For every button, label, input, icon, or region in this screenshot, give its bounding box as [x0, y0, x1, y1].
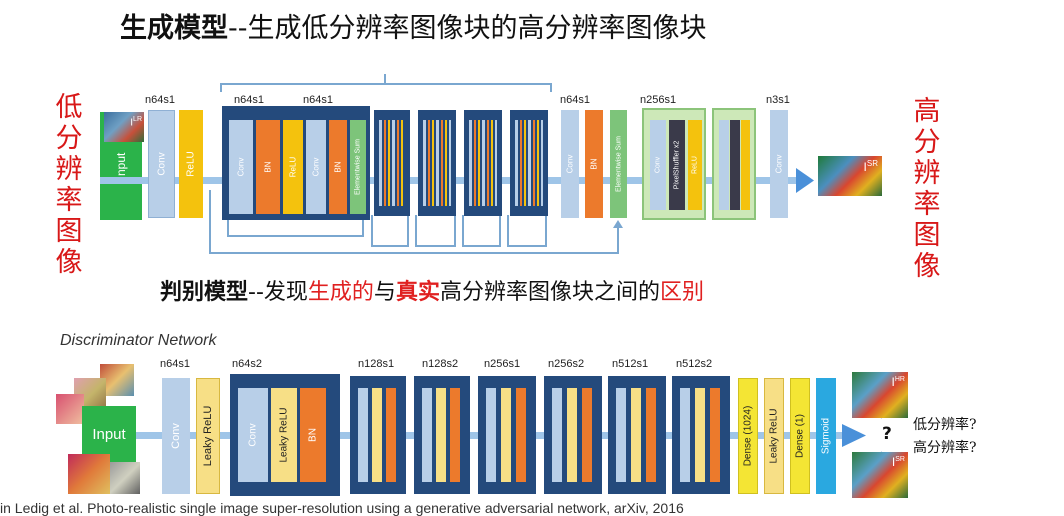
- disc-title-bold: 判别模型: [160, 280, 249, 305]
- gen-residual-block-3: [418, 110, 456, 216]
- right-label-char: 图: [913, 220, 941, 251]
- disc-block-6: [608, 376, 666, 494]
- gen-final-conv: Conv: [770, 110, 788, 218]
- right-label-char: 高: [913, 96, 941, 127]
- disc-dense-1024: Dense (1024): [738, 378, 758, 494]
- generator-title: 生成模型--生成低分辨率图像块的高分辨率图像块: [120, 6, 707, 45]
- output-high-res: 高分辨率?: [913, 440, 977, 456]
- disc-block-3: [414, 376, 470, 494]
- left-label-char: 图: [55, 216, 83, 247]
- disc-label-8: n512s2: [676, 358, 713, 370]
- disc-dense-1: Dense (1): [790, 378, 810, 494]
- gen-residual-block-4: [464, 110, 502, 216]
- gen-skip-connection: [209, 190, 619, 254]
- disc-leaky-relu-block: Leaky ReLU: [196, 378, 220, 494]
- gen-residual-block-5: [510, 110, 548, 216]
- left-label-char: 分: [55, 123, 83, 154]
- disc-arrow-head: [842, 424, 866, 447]
- gen-arrow-head: [796, 168, 814, 193]
- hr-image: IHR: [852, 372, 908, 418]
- generator-title-bold: 生成模型: [120, 13, 228, 44]
- gen-label-conv1: n64s1: [145, 94, 175, 106]
- left-label-char: 率: [55, 185, 83, 216]
- right-side-label: 高 分 辨 率 图 像: [910, 96, 944, 282]
- disc-block-4: [478, 376, 536, 494]
- disc-input-photo: [68, 454, 110, 494]
- disc-conv-block: Conv: [162, 378, 190, 494]
- disc-block-2: [350, 376, 406, 494]
- disc-title-part: --发现: [248, 280, 308, 305]
- disc-label-6: n256s2: [548, 358, 585, 370]
- disc-leaky-relu-2: Leaky ReLU: [764, 378, 784, 494]
- disc-input-block: Input: [82, 406, 136, 462]
- res-bn2: BN: [329, 120, 347, 214]
- disc-flow-line: [100, 432, 845, 439]
- left-label-char: 像: [55, 247, 83, 278]
- res-conv2: Conv: [306, 120, 326, 214]
- gen-residual-block-1: Conv BN ReLU Conv BN Elementwise Sum: [222, 106, 370, 220]
- discriminator-network-heading: Discriminator Network: [60, 332, 217, 349]
- right-label-char: 率: [913, 189, 941, 220]
- disc-sigmoid: Sigmoid: [816, 378, 836, 494]
- disc-block-7: [672, 376, 730, 494]
- discriminator-title: 判别模型--发现生成的与真实高分辨率图像块之间的区别: [160, 274, 704, 306]
- isr-label: ISR: [863, 159, 878, 174]
- res-relu: ReLU: [283, 120, 303, 214]
- sr-output-image: ISR: [818, 156, 882, 196]
- disc-title-part: 与: [373, 280, 396, 305]
- gen-label-post-conv: n64s1: [560, 94, 590, 106]
- disc-label-1: n64s1: [160, 358, 190, 370]
- lr-input-image: ILR: [104, 112, 144, 142]
- gen-label-res-conv2: n64s1: [303, 94, 333, 106]
- disc-label-5: n256s1: [484, 358, 521, 370]
- disc-input-label: Input: [92, 426, 126, 443]
- disc-label-2: n64s2: [232, 358, 262, 370]
- output-low-res: 低分辨率?: [913, 417, 977, 433]
- gen-label-final: n3s1: [766, 94, 790, 106]
- gen-label-upsample: n256s1: [640, 94, 677, 106]
- gen-post-conv: Conv: [561, 110, 579, 218]
- disc-label-4: n128s2: [422, 358, 459, 370]
- sr-image: ISR: [852, 452, 908, 498]
- gen-upsample-block-2: [712, 108, 756, 220]
- disc-title-red: 生成的: [307, 280, 374, 305]
- gen-post-bn: BN: [585, 110, 603, 218]
- left-label-char: 辨: [55, 154, 83, 185]
- res-conv: Conv: [229, 120, 253, 214]
- disc-input-photo: [56, 394, 84, 424]
- disc-label-7: n512s1: [612, 358, 649, 370]
- res-bn: BN: [256, 120, 280, 214]
- disc-input-photo: [110, 462, 140, 494]
- ilr-label: ILR: [130, 116, 142, 129]
- gen-conv-block: Conv: [148, 110, 175, 218]
- left-label-char: 低: [55, 92, 83, 123]
- left-side-label: 低 分 辨 率 图 像: [52, 92, 86, 278]
- disc-title-red: 区别: [659, 280, 704, 305]
- gen-relu-block: ReLU: [179, 110, 203, 218]
- gen-post-sum: Elementwise Sum: [610, 110, 627, 218]
- generator-title-rest: --生成低分辨率图像块的高分辨率图像块: [228, 13, 707, 44]
- right-label-char: 分: [913, 127, 941, 158]
- gen-label-res-conv: n64s1: [234, 94, 264, 106]
- res-sum: Elementwise Sum: [350, 120, 366, 214]
- disc-block-5: [544, 376, 602, 494]
- disc-title-red: 真实: [395, 280, 440, 305]
- right-label-char: 像: [913, 251, 941, 282]
- disc-block-1: Conv Leaky ReLU BN: [230, 374, 340, 496]
- gen-upsample-block-1: Conv PixelShuffler x2 ReLU: [642, 108, 706, 220]
- question-mark: ?: [882, 424, 892, 444]
- disc-title-part: 高分辨率图像块之间的: [439, 280, 660, 305]
- disc-label-3: n128s1: [358, 358, 395, 370]
- citation: in Ledig et al. Photo-realistic single i…: [0, 500, 684, 516]
- gen-residual-block-2: [374, 110, 410, 216]
- right-label-char: 辨: [913, 158, 941, 189]
